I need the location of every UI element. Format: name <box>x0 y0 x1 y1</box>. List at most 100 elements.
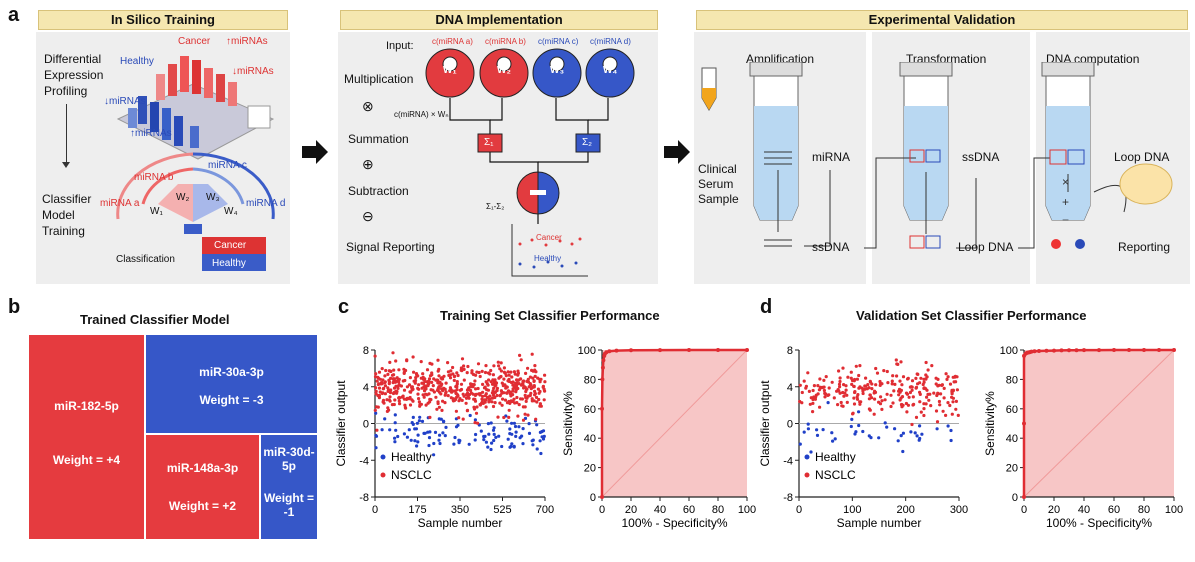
data-point-nsclc <box>950 412 954 416</box>
data-point-healthy <box>521 427 525 431</box>
data-point-nsclc <box>414 376 418 380</box>
diff-expr-line3: Profiling <box>44 84 88 98</box>
data-point-nsclc <box>377 382 381 386</box>
roc-point <box>1067 348 1071 353</box>
data-point-nsclc <box>447 373 451 377</box>
data-point-nsclc <box>391 381 395 385</box>
data-point-healthy <box>849 424 853 429</box>
data-point-healthy <box>411 415 415 419</box>
y-axis-label: Classifier output <box>758 380 772 467</box>
data-point-nsclc <box>442 374 446 378</box>
data-point-healthy <box>513 424 518 429</box>
data-point-nsclc <box>530 352 534 356</box>
tile-name: miR-30d-5p <box>263 445 315 473</box>
x-tick-label: 350 <box>451 504 469 516</box>
roc-point <box>1157 348 1161 352</box>
report-dot-red <box>1051 239 1061 249</box>
data-point-nsclc <box>404 368 408 373</box>
data-point-healthy <box>467 442 471 446</box>
data-point-nsclc <box>418 403 422 407</box>
data-point-nsclc <box>451 372 455 376</box>
y-tick-label: 0 <box>787 419 793 431</box>
data-point-healthy <box>949 438 953 443</box>
data-point-nsclc <box>430 362 434 366</box>
data-point-nsclc <box>397 399 401 403</box>
data-point-healthy <box>538 439 542 443</box>
data-point-nsclc <box>858 402 862 406</box>
product-label: c(miRNA) × Wₙ <box>394 110 449 119</box>
data-point-healthy <box>444 425 448 429</box>
data-point-healthy <box>508 432 512 436</box>
diagonal-line <box>601 349 748 498</box>
data-point-nsclc <box>836 403 840 407</box>
data-point-nsclc <box>827 386 831 390</box>
fan-arc-c <box>192 167 245 205</box>
data-point-nsclc <box>935 420 940 424</box>
data-point-nsclc <box>455 371 459 375</box>
data-point-nsclc <box>951 388 955 392</box>
diff-label: Σ₁-Σ₂ <box>486 202 505 211</box>
data-point-healthy <box>821 428 825 432</box>
data-point-nsclc <box>437 367 441 371</box>
treemap-title: Trained Classifier Model <box>80 312 230 327</box>
x-axis-label: Sample number <box>837 516 922 530</box>
x-tick-label: 40 <box>654 504 666 516</box>
data-point-nsclc <box>899 360 903 364</box>
panel-label-b: b <box>8 296 21 318</box>
data-point-nsclc <box>435 378 439 382</box>
sample-line1: Clinical <box>698 162 737 176</box>
svg-text:×: × <box>1062 175 1069 189</box>
data-point-nsclc <box>422 395 426 399</box>
sum2-node <box>575 133 601 153</box>
data-point-nsclc <box>883 398 887 402</box>
data-point-nsclc <box>381 400 385 404</box>
data-point-nsclc <box>806 371 810 375</box>
x-tick-label: 525 <box>493 504 511 516</box>
data-point-nsclc <box>384 368 388 373</box>
roc-point <box>1022 421 1026 426</box>
data-point-nsclc <box>870 396 874 400</box>
x-axis-label: 100% - Specificity% <box>621 516 727 530</box>
data-point-nsclc <box>849 370 853 374</box>
roc-point <box>658 348 662 353</box>
data-point-nsclc <box>893 382 897 386</box>
data-point-healthy <box>482 434 486 439</box>
data-point-healthy <box>393 440 397 444</box>
w3-label: W₃ <box>206 192 220 203</box>
data-point-nsclc <box>800 401 804 405</box>
data-point-nsclc <box>491 393 496 397</box>
y-tick-label: 80 <box>584 374 596 386</box>
data-point-nsclc <box>925 388 929 392</box>
data-point-nsclc <box>880 382 884 386</box>
roc-point <box>629 348 633 353</box>
data-point-nsclc <box>480 369 484 373</box>
data-point-nsclc <box>894 358 898 362</box>
data-point-nsclc <box>461 392 465 396</box>
x-tick-label: 60 <box>683 504 695 516</box>
data-point-nsclc <box>516 414 520 418</box>
y-axis-label: Sensitivity% <box>983 391 997 456</box>
data-point-nsclc <box>946 401 950 405</box>
data-point-nsclc <box>494 381 499 385</box>
data-point-nsclc <box>950 391 954 395</box>
data-point-nsclc <box>465 408 470 412</box>
roc-point <box>1172 348 1176 352</box>
roc-point <box>1044 348 1049 353</box>
data-point-nsclc <box>500 403 504 407</box>
data-point-nsclc <box>953 375 957 379</box>
data-point-nsclc <box>873 397 877 401</box>
data-point-nsclc <box>439 376 443 380</box>
data-point-nsclc <box>534 370 538 374</box>
data-point-nsclc <box>868 393 872 397</box>
down-mirnas-blue: ↓miRNAs <box>104 96 146 107</box>
x-tick-label: 80 <box>1138 504 1150 516</box>
data-point-nsclc <box>409 390 413 394</box>
data-point-nsclc <box>512 397 516 401</box>
y-tick-label: 60 <box>1006 404 1018 416</box>
data-point-nsclc <box>520 397 524 401</box>
classifier-line3: Training <box>42 224 85 238</box>
header-in-silico: In Silico Training <box>38 10 288 30</box>
input-label: Input: <box>386 40 414 52</box>
data-point-nsclc <box>425 368 430 372</box>
data-point-nsclc <box>436 401 440 406</box>
